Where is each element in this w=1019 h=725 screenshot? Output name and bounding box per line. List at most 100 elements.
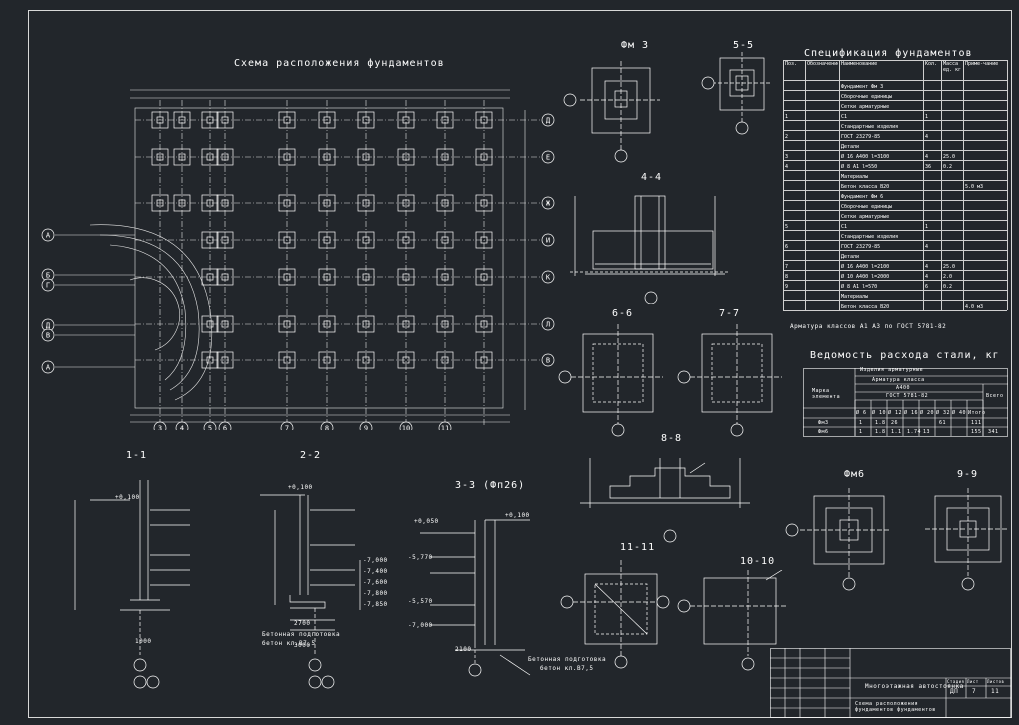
foundation-footing: [475, 351, 493, 369]
foundation-footing: [278, 148, 296, 166]
section-8-8: [580, 458, 750, 543]
spec-cell: Ø 10 А400 l=2000: [841, 274, 890, 280]
spec-cell: [925, 301, 940, 313]
foundation-column: [178, 153, 186, 161]
steel-diam: Ø 16: [904, 410, 919, 416]
foundation-column: [402, 199, 410, 207]
mark-plus0100-2: +0,100: [288, 484, 313, 491]
foundation-column: [402, 153, 410, 161]
steel-col-mark: Марка элемента: [812, 388, 841, 400]
steel-cell: 1: [859, 429, 863, 435]
foundation-column: [441, 320, 449, 328]
axis-col-5-bubble: [320, 421, 334, 430]
spec-cell: Детали: [841, 144, 860, 150]
dim-2100: 2100: [455, 646, 472, 653]
axis-col-1-label: 4: [180, 425, 184, 431]
foundation-column: [441, 199, 449, 207]
stamp-col-sheets: Листов: [987, 679, 1005, 684]
spec-row: Сетки арматурные: [783, 100, 1007, 113]
foundation-footing: [357, 111, 375, 129]
foundation-column: [402, 116, 410, 124]
foundation-footing: [173, 111, 191, 129]
foundation-column: [323, 153, 331, 161]
foundation-footing: [436, 268, 454, 286]
steel-diam: Ø 32: [936, 410, 951, 416]
spec-cell: Фундамент Фм 6: [841, 194, 884, 200]
spec-cell: 4: [925, 264, 929, 270]
steel-group: Изделия арматурные: [860, 367, 924, 373]
foundation-column: [283, 356, 291, 364]
spec-cell: Наименование: [841, 61, 878, 67]
axis-col-2-bubble: [203, 421, 217, 430]
steel-diam: Ø 20: [920, 410, 935, 416]
foundation-footing: [278, 268, 296, 286]
foundation-footing: [397, 351, 415, 369]
mark-plus0100-1: +0,100: [115, 494, 140, 501]
fm3-label: Фм 3: [621, 40, 650, 51]
mark-m5770: -5,770: [408, 554, 433, 561]
foundation-footing: [318, 194, 336, 212]
spec-cell: 1: [925, 114, 929, 120]
spec-cell: 4: [925, 154, 929, 160]
spec-footnote: Арматура классов А1 А3 по ГОСТ 5781-82: [790, 323, 947, 330]
foundation-footing: [318, 231, 336, 249]
steel-col-total: Всего: [986, 393, 1004, 399]
axis-row-1-bubble: [541, 150, 555, 164]
spec-cell: Ø 8 А1 l=550: [841, 164, 878, 170]
foundation-column: [206, 153, 214, 161]
axis-col-4-label: 7: [285, 425, 289, 431]
stamp-sheet: 7: [972, 688, 977, 695]
s11-label: 11-11: [620, 542, 656, 553]
foundation-footing: [475, 194, 493, 212]
steel-row-mark: Фм3: [818, 420, 829, 426]
axis-row-3-label: И: [546, 237, 550, 245]
axis-col-6-bubble: [359, 421, 373, 430]
foundation-footing: [173, 194, 191, 212]
steel-cell: 26: [891, 420, 899, 426]
foundation-footing: [216, 194, 234, 212]
foundation-footing: [436, 148, 454, 166]
axis-left-5-bubble: [41, 360, 55, 374]
steel-cell: 155: [971, 429, 982, 435]
foundation-column: [402, 273, 410, 281]
steel-cell: 1: [859, 420, 863, 426]
foundation-column: [206, 273, 214, 281]
spec-col-line: [783, 60, 784, 310]
axis-left-1-label: Б: [46, 272, 50, 280]
spec-cell: 8: [785, 274, 789, 280]
foundation-column: [362, 116, 370, 124]
foundation-column: [206, 320, 214, 328]
stamp-sheet-name: Схема расположения фундаментов фундамент…: [855, 701, 936, 713]
foundation-footing: [201, 268, 219, 286]
mark-m7800: -7,800: [363, 590, 388, 597]
spec-bottom-line: [783, 310, 1007, 311]
foundation-column: [480, 273, 488, 281]
foundation-column: [402, 356, 410, 364]
beton-label-3: Бетонная подготовка: [528, 656, 607, 663]
spec-cell: 5.0 м3: [965, 184, 984, 190]
stamp-sheets: 11: [991, 688, 1000, 695]
mark-m5570: -5,570: [408, 598, 433, 605]
steel-table: [803, 368, 1008, 437]
foundation-footing: [216, 268, 234, 286]
section-1-1: [74, 480, 190, 689]
steel-class: А400: [896, 385, 911, 391]
spec-cell: Ø 8 А1 l=570: [841, 284, 878, 290]
spec-cell: 9: [785, 284, 789, 290]
spec-col-line: [923, 60, 924, 310]
foundation-footing: [201, 111, 219, 129]
spec-row: Фундамент Фм 3: [783, 80, 1007, 93]
spec-cell: Обозначение: [807, 61, 838, 67]
steel-arm-class: Арматура класса: [872, 377, 925, 383]
foundation-column: [283, 116, 291, 124]
foundation-footing: [475, 231, 493, 249]
foundation-footing: [397, 148, 415, 166]
foundation-footing: [318, 268, 336, 286]
fm6-label: Фм6: [844, 469, 866, 480]
spec-row: Сетки арматурные: [783, 210, 1007, 223]
